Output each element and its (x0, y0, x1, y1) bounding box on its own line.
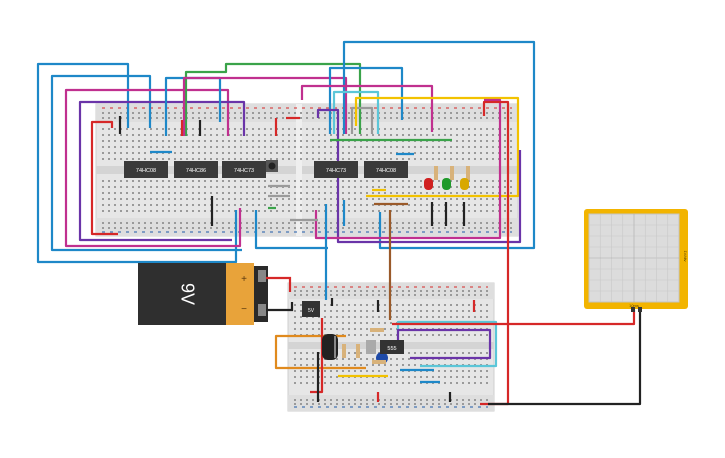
wire-group (36, 40, 536, 406)
wire-black-scope[interactable] (488, 310, 642, 406)
ic-label: 74HC73 (234, 168, 254, 174)
led-red[interactable] (424, 178, 433, 190)
wire-blue-mid[interactable] (328, 66, 404, 134)
ic-74hc08-b[interactable]: 74HC08 (364, 161, 408, 178)
jumper-group (118, 116, 466, 226)
led-group (424, 166, 470, 190)
wire-purple-small[interactable] (396, 328, 492, 360)
resistor[interactable] (370, 328, 384, 332)
wire-magenta-top[interactable] (182, 76, 348, 136)
ic-74hc08-a[interactable]: 74HC08 (124, 161, 168, 178)
wire-red-left[interactable] (90, 120, 118, 236)
resistor[interactable] (356, 344, 360, 358)
voltage-regulator[interactable]: 5V (302, 301, 320, 317)
wire-blue-outer[interactable] (36, 62, 238, 264)
oscilloscope-bottom-label: 10ms (629, 303, 639, 308)
wire-gray-loop[interactable] (350, 106, 374, 134)
wire-cyan-small[interactable] (396, 320, 498, 368)
pushbutton[interactable] (266, 160, 278, 172)
wire-blue-mid-2[interactable] (254, 210, 328, 250)
potentiometer[interactable] (366, 340, 376, 354)
timer-label: 555 (387, 346, 396, 352)
battery-lead-red[interactable] (266, 276, 292, 292)
battery-label: 9V (177, 283, 197, 305)
wire-magenta-bottom[interactable] (314, 98, 502, 240)
resistor[interactable] (466, 166, 470, 180)
ic-label: 74HC08 (136, 168, 156, 174)
wire-green-top[interactable] (184, 62, 362, 136)
wire-magenta-loop[interactable] (64, 88, 242, 248)
wire-blue-outer-2[interactable] (50, 74, 242, 252)
electrolytic-capacitor[interactable] (322, 334, 338, 360)
battery-minus: − (241, 304, 247, 315)
battery-leads (266, 276, 294, 312)
breadboard-main[interactable] (95, 103, 519, 237)
resistor[interactable] (434, 166, 438, 180)
led-green[interactable] (442, 178, 451, 190)
oscilloscope-side-label: 1V/div (683, 250, 688, 261)
oscilloscope-grid (589, 214, 679, 302)
ic-label: 74HC08 (376, 168, 396, 174)
probe-terminal[interactable] (638, 307, 642, 312)
ic-74hc73-b[interactable]: 74HC73 (314, 161, 358, 178)
ic-label: 74HC86 (186, 168, 206, 174)
small-board-wires (274, 298, 642, 406)
resistor[interactable] (342, 344, 346, 358)
led-yellow[interactable] (460, 178, 469, 190)
wire-magenta-right[interactable] (300, 84, 434, 132)
ic-74hc86[interactable]: 74HC86 (174, 161, 218, 178)
resistor[interactable] (372, 360, 386, 364)
ic-555-timer[interactable]: 555 (380, 340, 404, 354)
regulator-label: 5V (308, 308, 315, 314)
wire-yellow-right[interactable] (354, 96, 520, 198)
small-board-components: 5V 555 (302, 301, 404, 364)
wire-red-small[interactable] (392, 310, 636, 326)
battery-plus: + (241, 274, 247, 285)
ic-74hc73-a[interactable]: 74HC73 (222, 161, 266, 178)
ic-label: 74HC73 (326, 168, 346, 174)
resistor[interactable] (450, 166, 454, 180)
wire-cyan-loop[interactable] (332, 90, 380, 134)
ic-group-main: 74HC08 74HC86 74HC73 74HC73 74HC08 (124, 160, 408, 178)
battery-lead-black[interactable] (266, 302, 294, 312)
battery-9v[interactable]: 9V + − (138, 263, 268, 325)
oscilloscope[interactable]: 1V/div 10ms (584, 209, 688, 312)
probe-terminal[interactable] (631, 307, 635, 312)
wire-purple-loop[interactable] (78, 100, 246, 242)
